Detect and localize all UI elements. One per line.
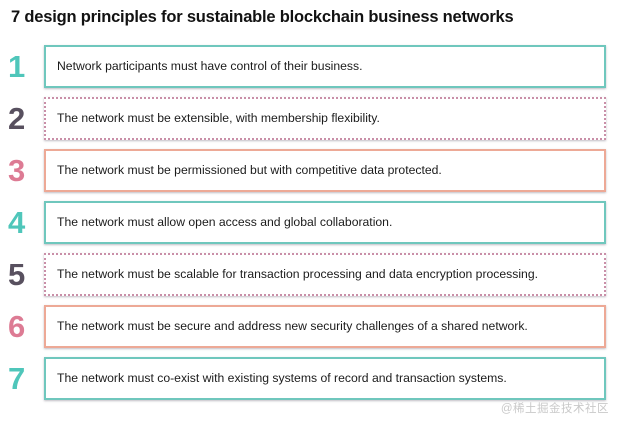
principle-text: The network must be extensible, with mem… [57,111,380,126]
principle-row: 7 The network must co-exist with existing… [0,357,618,409]
principle-number: 7 [8,361,25,396]
page-title: 7 design principles for sustainable bloc… [11,8,514,26]
principles-list: 1 Network participants must have control … [0,45,618,409]
principle-number: 4 [8,205,25,240]
principle-box: The network must allow open access and g… [44,201,606,244]
principle-text: The network must allow open access and g… [57,215,393,230]
principle-text: The network must be scalable for transac… [57,267,538,282]
principle-box: Network participants must have control o… [44,45,606,88]
principle-row: 2 The network must be extensible, with me… [0,97,618,149]
principle-number: 6 [8,309,25,344]
principle-row: 3 The network must be permissioned but wi… [0,149,618,201]
principle-row: 6 The network must be secure and address … [0,305,618,357]
principle-number: 3 [8,153,25,188]
principle-row: 1 Network participants must have control … [0,45,618,97]
principle-text: The network must be secure and address n… [57,319,528,334]
principle-box: The network must be extensible, with mem… [44,97,606,140]
principle-row: 5 The network must be scalable for transa… [0,253,618,305]
principle-number: 1 [8,49,25,84]
watermark: @稀土掘金技术社区 [500,403,609,415]
principle-box: The network must be permissioned but wit… [44,149,606,192]
principle-row: 4 The network must allow open access and … [0,201,618,253]
principle-text: Network participants must have control o… [57,59,363,74]
principle-box: The network must co-exist with existing … [44,357,606,400]
principle-text: The network must be permissioned but wit… [57,163,442,178]
principle-text: The network must co-exist with existing … [57,371,507,386]
principle-number: 2 [8,101,25,136]
principle-number: 5 [8,257,25,292]
principle-box: The network must be scalable for transac… [44,253,606,296]
principle-box: The network must be secure and address n… [44,305,606,348]
